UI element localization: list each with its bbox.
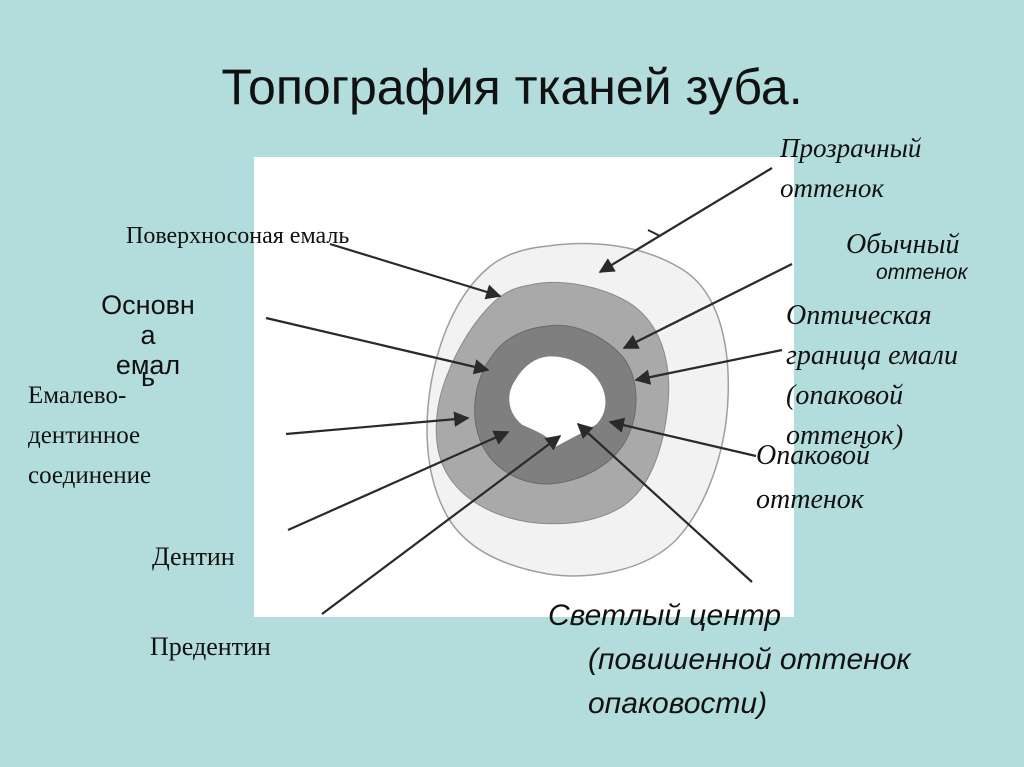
- arrow-light-center: [576, 422, 753, 583]
- label-light-center-line2: (повишенной оттенок: [588, 643, 911, 676]
- arrow-dentin: [287, 430, 510, 532]
- label-dej-line2: дентинное: [28, 422, 141, 449]
- label-opaque-line1: Опаковой: [756, 440, 871, 471]
- label-transparent-line1: Прозрачный: [780, 133, 922, 163]
- label-normal-line1: Обычный: [846, 229, 960, 260]
- label-main-enamel-line2: а: [140, 320, 156, 350]
- arrow-predentin: [321, 435, 562, 615]
- label-light-center-line3: опаковости): [588, 687, 768, 720]
- label-dentin: Дентин: [152, 542, 235, 571]
- label-optical-border-line1: Оптическая: [786, 300, 932, 331]
- arrow-normal: [622, 263, 793, 349]
- label-optical-border-line2: граница емали: [786, 340, 958, 371]
- arrow-opaque: [608, 417, 757, 458]
- label-main-enamel-line3: емал: [115, 350, 181, 380]
- label-main-enamel: Основн а емал ь: [86, 290, 210, 392]
- label-opaque: Опаковой оттенок: [756, 434, 870, 522]
- arrow-main-enamel: [265, 316, 490, 375]
- label-surface-enamel: Поверхносоная емаль: [126, 223, 350, 249]
- label-optical-border: Оптическая граница емали (опаковой оттен…: [786, 296, 958, 456]
- label-optical-border-line4: оттенок): [786, 420, 904, 451]
- arrow-surface-enamel: [329, 242, 502, 300]
- label-normal: Обычный оттенок: [846, 228, 968, 286]
- label-dej-line3: соединение: [28, 462, 152, 489]
- arrow-dej: [285, 411, 470, 436]
- arrow-transparent: [598, 167, 773, 273]
- slide-title: Топография тканей зуба.: [221, 59, 803, 115]
- label-main-enamel-line4: ь: [140, 362, 156, 392]
- arrow-optical-border: [634, 348, 783, 385]
- label-main-enamel-line1: Основн: [101, 290, 195, 320]
- label-opaque-line2: оттенок: [756, 484, 864, 515]
- label-transparent-line2: оттенок: [780, 173, 885, 203]
- label-normal-line2: оттенок: [876, 261, 968, 285]
- label-light-center: Светлый центр (повишенной оттенок опаков…: [548, 594, 911, 726]
- label-dej-line1: Емалево-: [28, 382, 127, 409]
- label-optical-border-line3: (опаковой: [786, 380, 904, 411]
- arrow-tail-mark: [647, 229, 661, 237]
- label-predentin: Предентин: [150, 632, 271, 661]
- label-transparent: Прозрачный оттенок: [780, 128, 921, 208]
- label-light-center-line1: Светлый центр: [548, 599, 782, 632]
- label-dej: Емалево- дентинное соединение: [28, 376, 151, 496]
